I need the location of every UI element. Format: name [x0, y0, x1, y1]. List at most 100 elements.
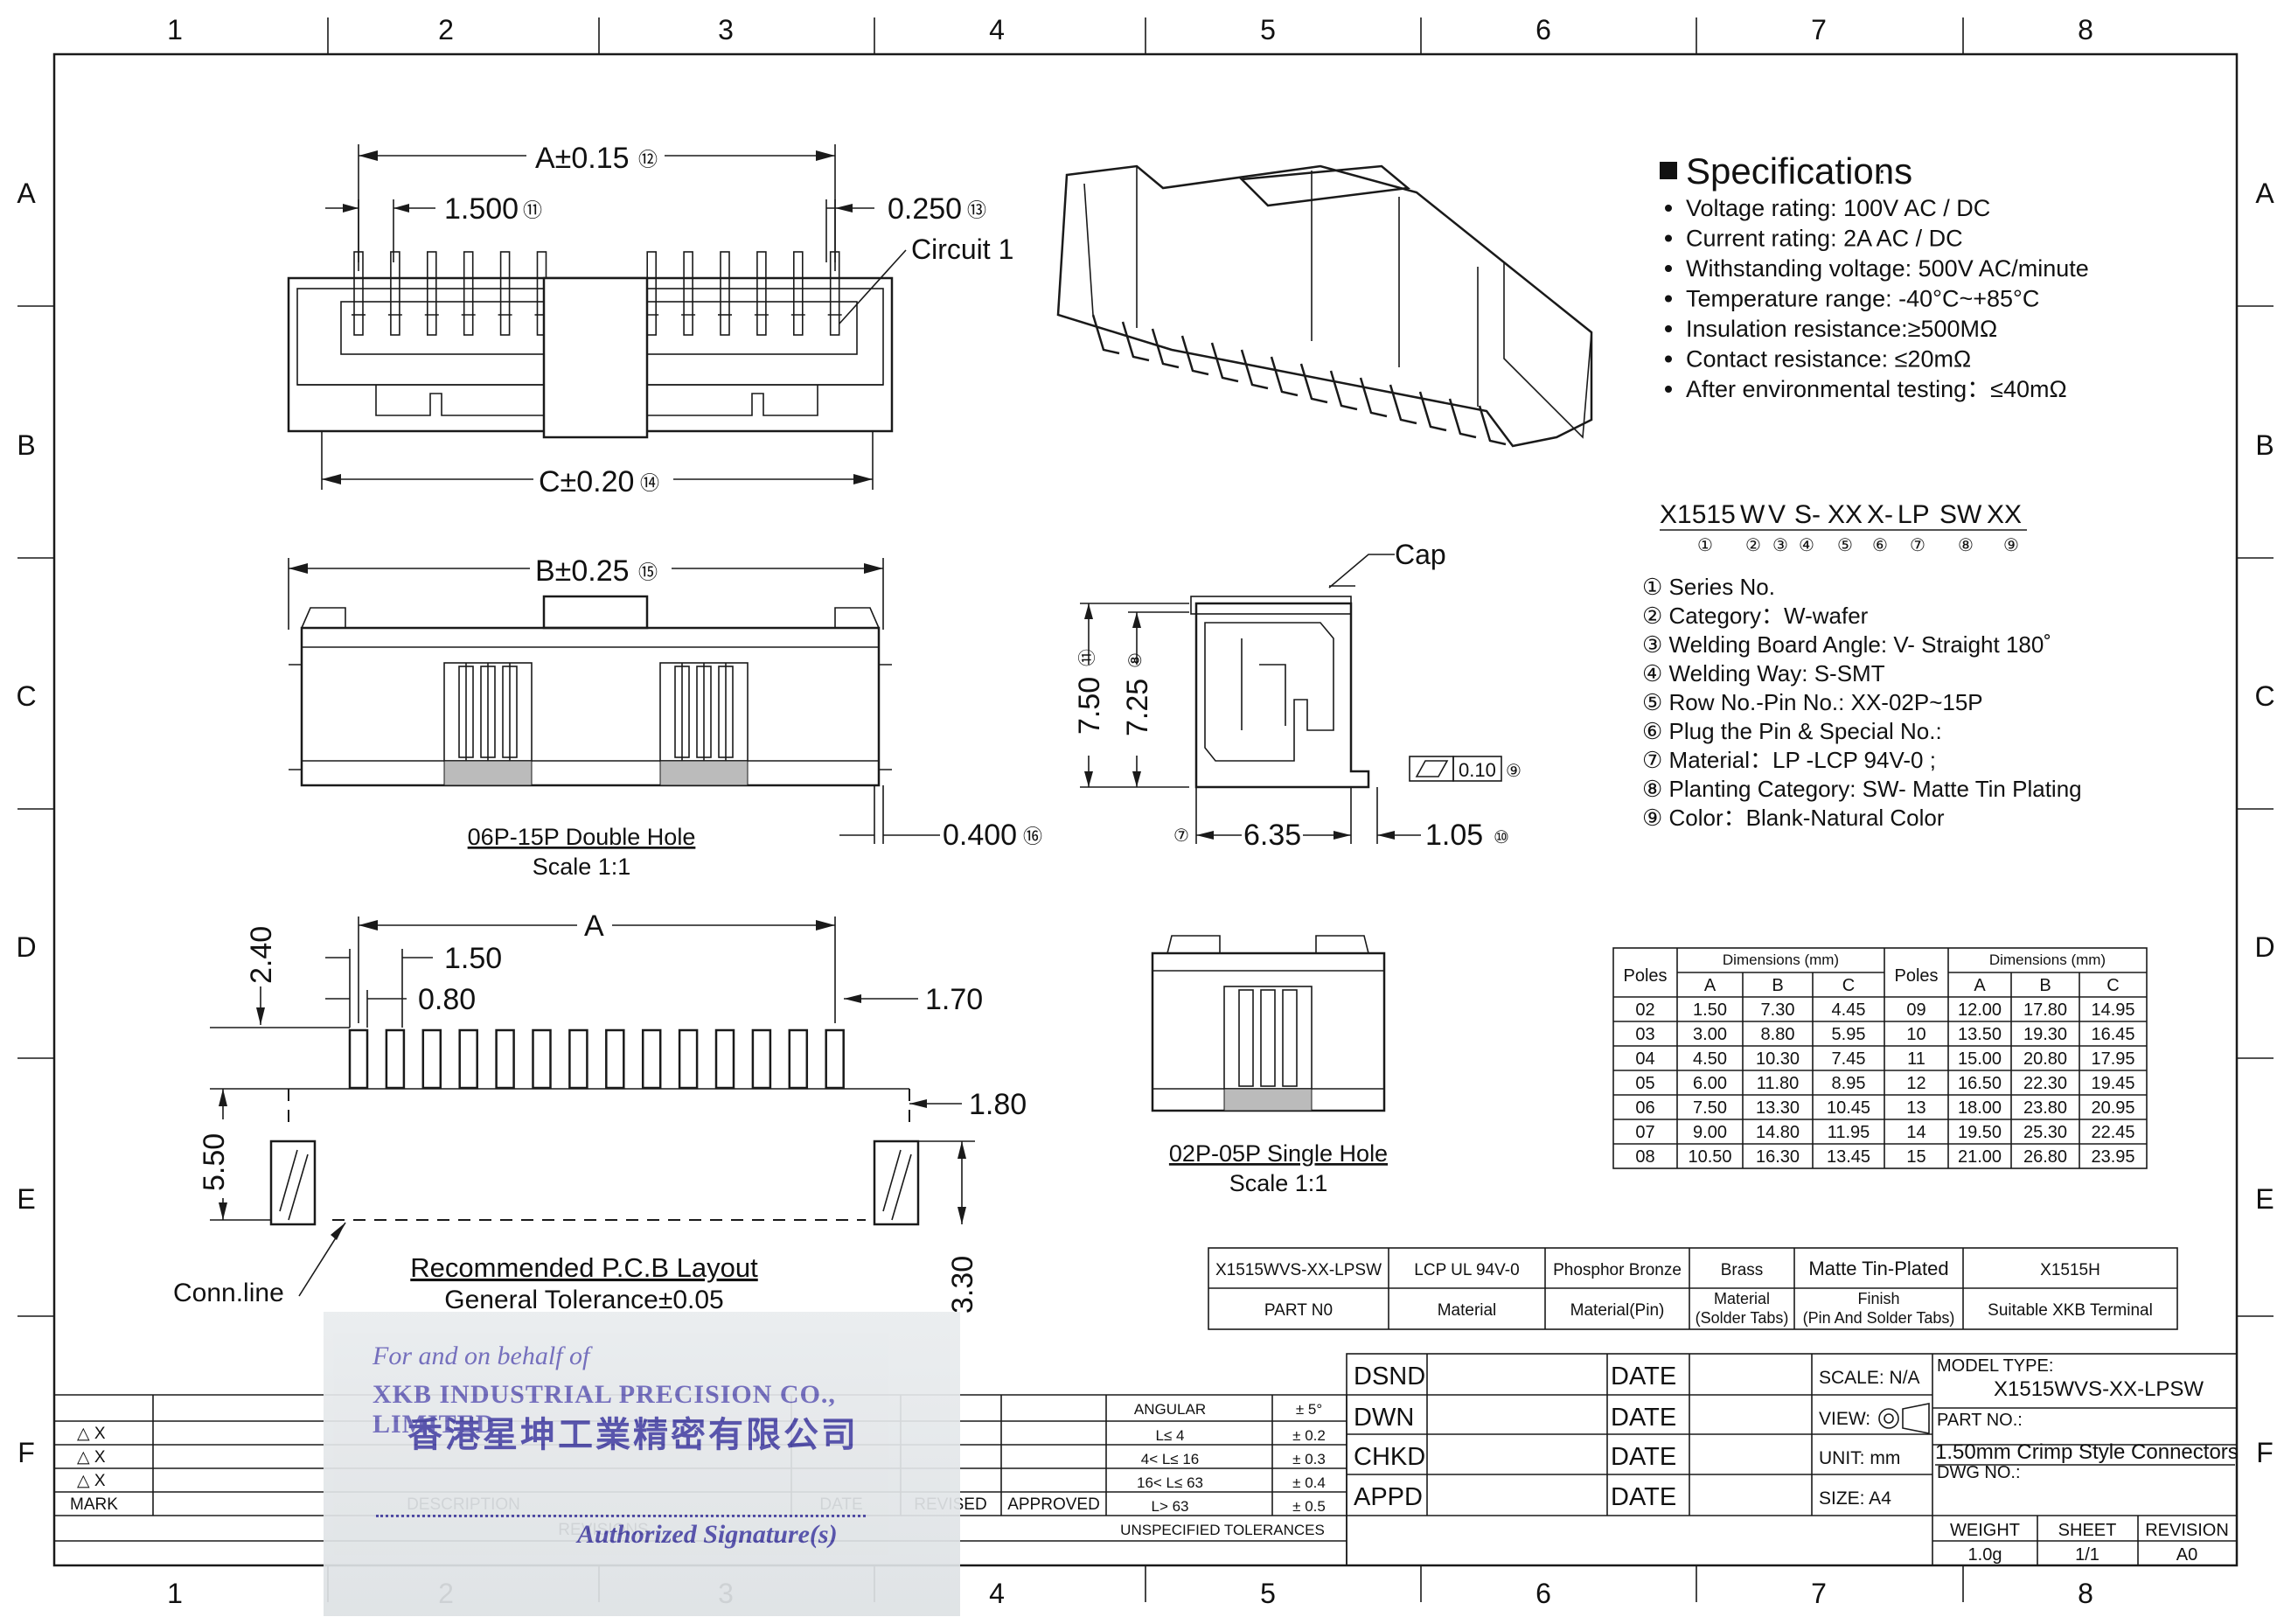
dim-col-header: C — [2106, 976, 2119, 995]
iso-pin — [1121, 321, 1150, 362]
spec-item: Voltage rating: 100V AC / DC — [1686, 195, 1990, 221]
single-hole-scale: Scale 1:1 — [1229, 1170, 1328, 1196]
spec-bullet — [1665, 325, 1672, 332]
drawing-frame: 1122334455667788AABBCCDDEEFF — [16, 14, 2274, 1609]
column-label-bottom: 1 — [167, 1578, 183, 1609]
material-label: Suitable XKB Terminal — [1988, 1301, 2153, 1320]
tail-label: 1.05 — [1425, 819, 1483, 852]
pcb-layout: A 1.50 0.80 1.70 1.80 2.40 5.50 — [173, 910, 1027, 1314]
dim-c-ref: ⑭ — [640, 472, 659, 494]
row-label-right: E — [2255, 1183, 2274, 1215]
code-segment: S- — [1794, 500, 1821, 529]
role-date: DATE — [1611, 1443, 1676, 1471]
pcb-pads — [348, 1028, 845, 1090]
pin-width-ref: ⑬ — [967, 199, 986, 221]
dim-cell: 11.95 — [1828, 1123, 1870, 1142]
role-date: DATE — [1611, 1363, 1676, 1391]
dim-cell: 16.50 — [1958, 1074, 2002, 1093]
company-stamp: For and on behalf of XKB INDUSTRIAL PREC… — [324, 1312, 960, 1616]
role-label: APPD — [1354, 1483, 1423, 1511]
front-slot — [696, 666, 712, 758]
pcb-dim-1-80: 1.80 — [969, 1088, 1027, 1121]
iso-pin — [1210, 342, 1239, 383]
material-label: (Solder Tabs) — [1696, 1309, 1789, 1327]
dim-cell: 19.30 — [2023, 1025, 2067, 1044]
model-type-value: X1515WVS-XX-LPSW — [1994, 1377, 2204, 1401]
tolerance-range: 16< L≤ 63 — [1137, 1474, 1203, 1491]
role-label: DWN — [1354, 1404, 1414, 1432]
dim-cell: 9.00 — [1693, 1123, 1727, 1142]
dim-cell: 8.95 — [1832, 1074, 1866, 1093]
sheet-label: SHEET — [2058, 1521, 2117, 1540]
revision-mark: △ X — [77, 1472, 106, 1490]
flatness-label: 0.10 — [1459, 759, 1496, 781]
row-label-left: A — [17, 178, 36, 209]
pcb-dim-1-50: 1.50 — [444, 942, 502, 975]
approved-header: APPROVED — [1007, 1495, 1100, 1514]
dim-cell: 17.80 — [2023, 1000, 2067, 1020]
double-hole-caption: 06P-15P Double Hole — [468, 824, 696, 850]
dim-cell: 18.00 — [1958, 1098, 2002, 1118]
dim-cell: 16.30 — [1756, 1147, 1800, 1167]
depth-ref: ⑦ — [1173, 826, 1189, 846]
dim-cell: 07 — [1635, 1123, 1654, 1142]
pcb-pad — [385, 1028, 406, 1090]
top-pin — [683, 251, 693, 336]
dim-cell: 4.50 — [1693, 1049, 1727, 1069]
stamp-line-3: 香港星坤工業精密有限公司 — [407, 1415, 859, 1454]
dwg-no-label: DWG NO.: — [1937, 1463, 2021, 1482]
dim-cell: 03 — [1635, 1025, 1654, 1044]
dim-cell: 23.95 — [2091, 1147, 2134, 1167]
cap-label: Cap — [1395, 539, 1446, 570]
front-slot — [718, 666, 734, 758]
stamp-line-2: XKB INDUSTRIAL PRECISION CO., LIMITED — [373, 1380, 836, 1439]
dim-cell: 15.00 — [1958, 1049, 2002, 1069]
code-ref: ⑥ — [1872, 536, 1888, 555]
row-label-left: E — [17, 1183, 35, 1215]
weight-label: WEIGHT — [1950, 1521, 2020, 1540]
dim-cell: 20.95 — [2091, 1098, 2134, 1118]
dim-cell: 7.50 — [1693, 1098, 1727, 1118]
top-pin — [792, 251, 804, 336]
dim-cell: 22.30 — [2023, 1074, 2067, 1093]
iso-pin — [1180, 335, 1209, 376]
material-value: Brass — [1721, 1261, 1764, 1279]
spec-item: Contact resistance: ≤20mΩ — [1686, 346, 1971, 373]
iso-pin — [1091, 314, 1120, 355]
dim-cell: 19.45 — [2091, 1074, 2134, 1093]
pcb-pad — [421, 1028, 442, 1090]
dim-cell: 13 — [1906, 1098, 1925, 1118]
front-slot — [502, 666, 518, 758]
single-hole-view: 02P-05P Single Hole Scale 1:1 — [1151, 935, 1388, 1196]
iso-pin — [1389, 384, 1417, 425]
side-body — [1194, 602, 1370, 789]
dim-cell: 06 — [1635, 1098, 1654, 1118]
column-label-top: 2 — [438, 14, 454, 45]
pcb-dim-3-30: 3.30 — [946, 1256, 979, 1314]
code-ref: ④ — [1799, 536, 1814, 555]
revision-mark: △ X — [77, 1448, 106, 1467]
row-label-right: D — [2254, 931, 2274, 963]
material-value: Phosphor Bronze — [1553, 1261, 1682, 1279]
code-segment: X1515 — [1660, 500, 1736, 529]
view-label: VIEW: — [1819, 1409, 1870, 1429]
front-slot — [480, 666, 496, 758]
column-label-bottom: 5 — [1260, 1578, 1276, 1609]
single-hole-caption: 02P-05P Single Hole — [1169, 1140, 1388, 1167]
material-value: LCP UL 94V-0 — [1414, 1261, 1519, 1279]
spec-item: Temperature range: -40°C~+85°C — [1686, 286, 2039, 312]
tolerance-range: 4< L≤ 16 — [1141, 1451, 1200, 1467]
dim-cell: 10 — [1906, 1025, 1925, 1044]
column-label-bottom: 7 — [1811, 1578, 1827, 1609]
pcb-pad — [532, 1028, 552, 1090]
dim-cell: 17.95 — [2091, 1049, 2134, 1069]
height-total-label: 7.50 — [1073, 677, 1106, 735]
tolerance-value: ± 0.5 — [1292, 1498, 1326, 1515]
legend-item: ⑥ Plug the Pin & Special No.: — [1642, 718, 1942, 744]
pcb-pad — [641, 1028, 662, 1090]
top-pins — [352, 251, 842, 336]
dim-cell: 11.80 — [1757, 1074, 1800, 1093]
